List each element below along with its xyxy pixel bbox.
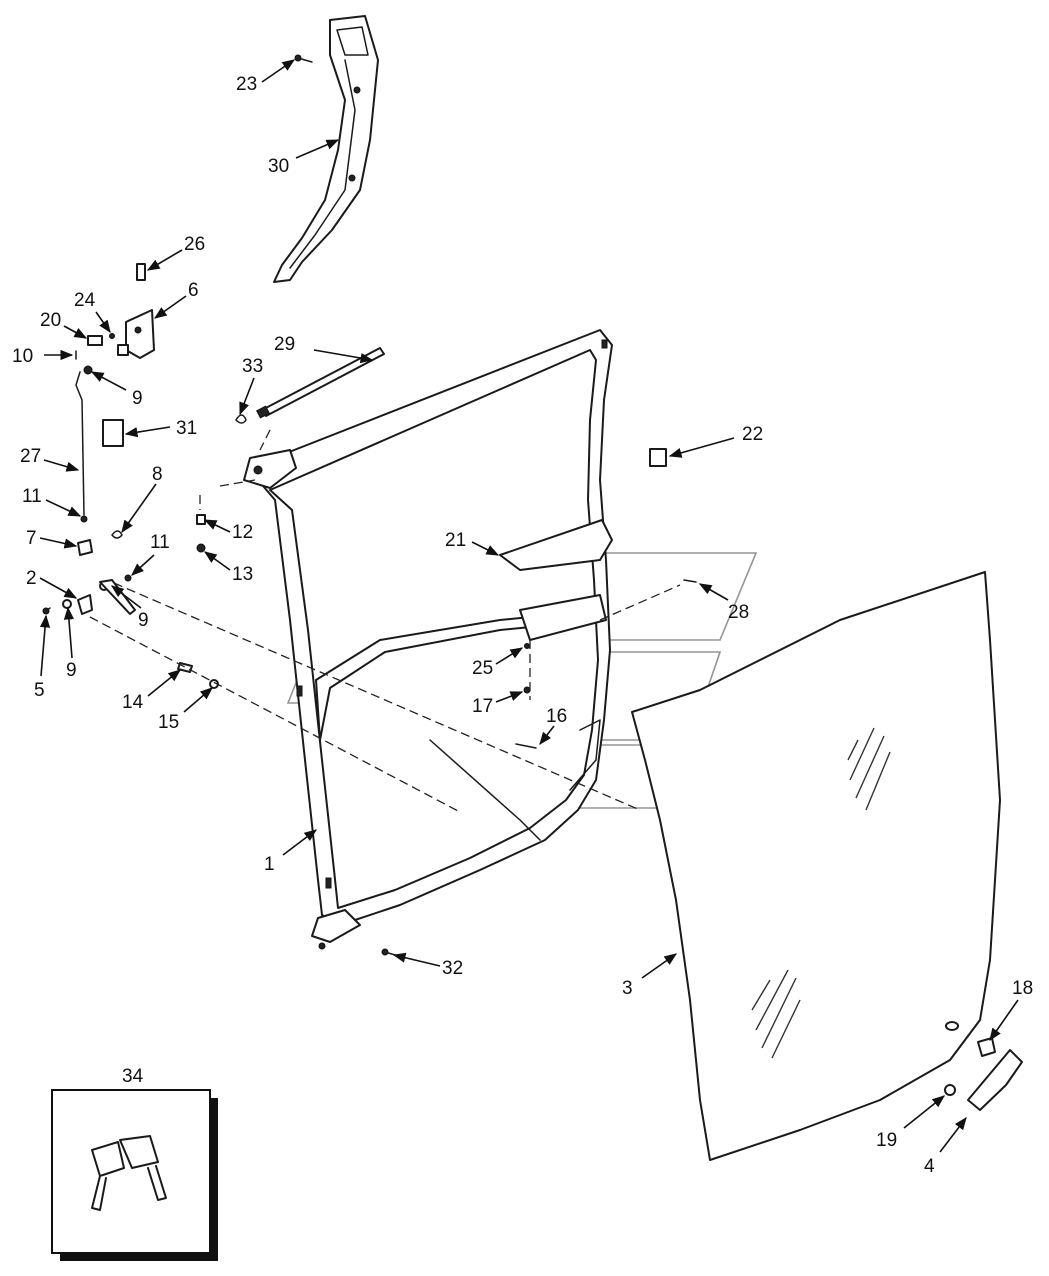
part-25 bbox=[136, 263, 146, 281]
part-24 bbox=[524, 643, 530, 649]
callout-17: 17 bbox=[472, 696, 493, 717]
callout-labels: 23 30 26 6 24 20 10 29 33 9 31 22 27 8 1… bbox=[12, 74, 1033, 1177]
callout-28: 23 bbox=[236, 74, 257, 95]
callout-31: 31 bbox=[176, 418, 197, 439]
callout-21: 21 bbox=[445, 530, 466, 551]
callout-1: 1 bbox=[264, 854, 275, 875]
callout-9-a: 9 bbox=[132, 388, 143, 409]
latch-bracket bbox=[117, 309, 155, 359]
callout-14: 14 bbox=[122, 692, 144, 713]
part-17 bbox=[523, 686, 531, 694]
callout-18: 18 bbox=[1012, 978, 1033, 999]
callout-22: 22 bbox=[742, 424, 763, 445]
callout-26: 27 bbox=[20, 446, 41, 467]
callout-29: 29 bbox=[274, 334, 295, 355]
washer-9c bbox=[62, 599, 72, 609]
callout-30: 30 bbox=[268, 156, 289, 177]
door-glass bbox=[631, 571, 1001, 1161]
callout-7: 7 bbox=[26, 528, 37, 549]
pad-31 bbox=[102, 419, 124, 447]
part-16 bbox=[515, 743, 537, 749]
callout-25: 26 bbox=[184, 234, 205, 255]
callout-10: 10 bbox=[12, 346, 33, 367]
gas-strut bbox=[256, 347, 385, 419]
cab-pillar bbox=[273, 15, 379, 283]
callout-33: 33 bbox=[242, 356, 263, 377]
lever-2 bbox=[77, 594, 93, 615]
callout-32: 32 bbox=[442, 958, 463, 979]
handle-4 bbox=[967, 1049, 1023, 1111]
callout-19: 19 bbox=[876, 1130, 897, 1151]
part-8 bbox=[111, 530, 123, 539]
callout-20: 20 bbox=[40, 310, 61, 331]
callout-6: 6 bbox=[188, 280, 199, 301]
part-20 bbox=[87, 335, 103, 346]
washer-9a bbox=[83, 365, 93, 375]
part-13 bbox=[196, 543, 206, 553]
part-12 bbox=[196, 514, 206, 525]
callout-3: 3 bbox=[622, 978, 633, 999]
rod-26 bbox=[75, 371, 85, 516]
keys-inset bbox=[51, 1089, 218, 1261]
callout-12: 12 bbox=[232, 522, 253, 543]
callout-2: 2 bbox=[26, 568, 37, 589]
leader-lines bbox=[39, 59, 1019, 1153]
callout-24: 25 bbox=[472, 658, 493, 679]
callout-27: 28 bbox=[728, 602, 749, 623]
callout-9-c: 9 bbox=[66, 660, 77, 681]
callout-34: 34 bbox=[122, 1066, 144, 1087]
screw-28 bbox=[294, 54, 313, 63]
callout-23: 24 bbox=[74, 290, 96, 311]
callout-11-a: 11 bbox=[22, 486, 42, 507]
part-7 bbox=[77, 539, 93, 556]
grommet bbox=[945, 1021, 959, 1031]
door-frame bbox=[243, 329, 613, 950]
part-11b bbox=[124, 574, 132, 582]
callout-15: 15 bbox=[158, 712, 179, 733]
part-18 bbox=[977, 1037, 996, 1057]
part-19 bbox=[944, 1084, 956, 1096]
part-11a bbox=[80, 515, 88, 523]
bolt-5 bbox=[42, 607, 51, 615]
part-27 bbox=[683, 579, 697, 583]
callout-5: 5 bbox=[34, 680, 45, 701]
callout-9-b: 9 bbox=[138, 610, 149, 631]
callout-8: 8 bbox=[152, 464, 163, 485]
dashed-alignment-lines bbox=[89, 429, 681, 813]
callout-16: 16 bbox=[546, 706, 567, 727]
callout-11-b: 11 bbox=[150, 532, 170, 553]
clip-33 bbox=[235, 414, 247, 424]
callout-4: 4 bbox=[924, 1156, 935, 1177]
part-22 bbox=[649, 448, 667, 467]
callout-13: 13 bbox=[232, 564, 253, 585]
part-23 bbox=[109, 333, 115, 339]
key-icon bbox=[91, 1135, 167, 1211]
